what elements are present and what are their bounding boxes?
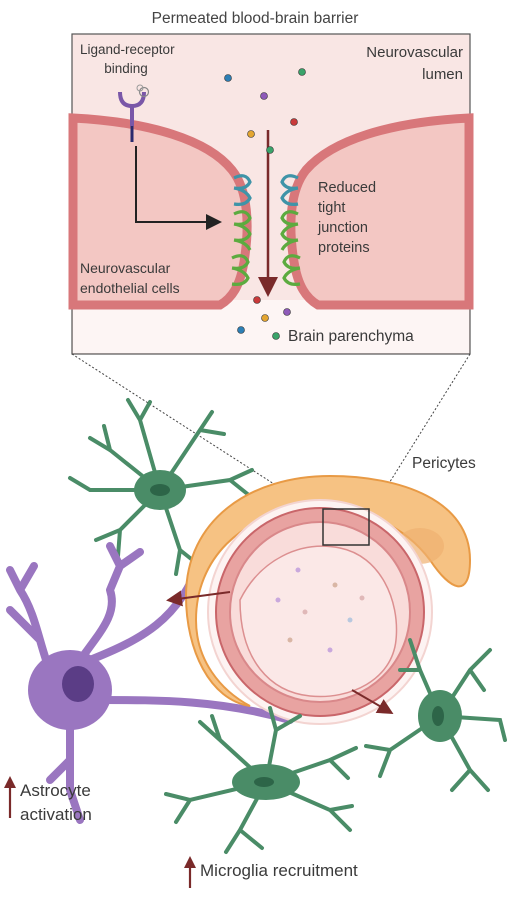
endothelial-label-line1: Neurovascular xyxy=(80,260,171,276)
up-arrow-icon xyxy=(184,856,196,888)
zoom-line-right xyxy=(365,353,471,521)
up-arrow-icon xyxy=(4,776,16,818)
figure-title: Permeated blood-brain barrier xyxy=(151,10,359,27)
right-endothelial-cell xyxy=(286,113,474,310)
receptor-icon xyxy=(118,84,150,142)
lumen-label-line1: Neurovascular xyxy=(366,44,463,61)
zoom-box xyxy=(322,508,370,546)
lumen-label: Neurovascular lumen xyxy=(318,42,463,86)
microglia-right xyxy=(364,638,507,792)
tight-junction-label-line1: Reduced xyxy=(318,180,377,196)
inset-panel xyxy=(68,33,474,355)
ligand-label-line1: Ligand-receptor xyxy=(80,42,175,57)
tight-junction-right xyxy=(280,174,301,286)
leak-arrow-left xyxy=(166,590,231,607)
lumen-label-line2: lumen xyxy=(422,66,463,83)
zoom-line-left xyxy=(71,353,331,521)
ligand-label-line2: binding xyxy=(104,61,148,76)
endothelial-label-line2: endothelial cells xyxy=(80,280,180,296)
tight-junction-left xyxy=(231,174,252,286)
microglia-label: Microglia recruitment xyxy=(200,861,358,880)
microglia-bottom xyxy=(164,706,358,854)
astrocyte-label-line1: Astrocyte xyxy=(20,781,91,800)
ligand-label: Ligand-receptor binding xyxy=(80,40,175,78)
tight-junction-label-line3: junction xyxy=(318,220,368,236)
blood-vessel xyxy=(166,499,433,725)
vessel-particles xyxy=(275,567,365,653)
parenchyma-label: Brain parenchyma xyxy=(288,328,414,345)
microglia-top xyxy=(68,398,254,576)
pericytes-label: Pericytes xyxy=(412,455,476,472)
tight-junction-label: Reduced tight junction proteins xyxy=(318,178,376,258)
leak-arrow-right xyxy=(351,689,394,715)
signal-arrow xyxy=(135,146,222,230)
tight-junction-label-line2: tight xyxy=(318,200,346,216)
solute-particles xyxy=(224,68,306,340)
astrocyte-label: Astrocyte activation xyxy=(20,779,92,827)
astrocyte-label-line2: activation xyxy=(20,805,92,824)
endothelial-label: Neurovascular endothelial cells xyxy=(80,258,180,298)
tight-junction-label-line4: proteins xyxy=(318,240,370,256)
